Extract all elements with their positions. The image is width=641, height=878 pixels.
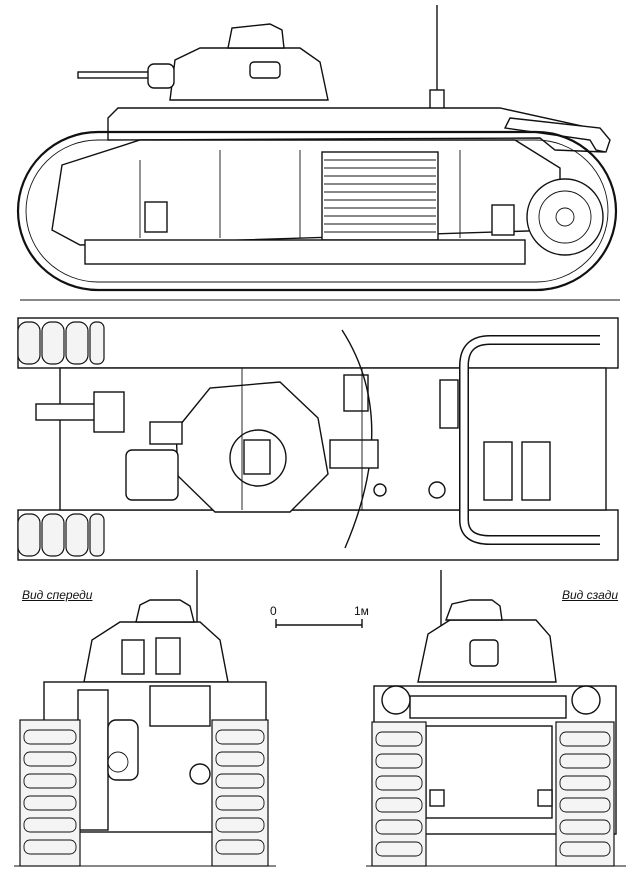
front-view (14, 570, 276, 867)
scale-start-label: 0 (270, 604, 277, 618)
side-view (16, 5, 620, 301)
rear-cupola (444, 599, 503, 621)
front-view-label: Вид спереди (22, 588, 93, 602)
side-hull-gun-port (144, 201, 168, 233)
side-turret (169, 47, 329, 101)
top-view (17, 317, 619, 561)
side-skirt-lower (84, 239, 526, 265)
scale-bar (275, 619, 363, 628)
scale-end-label: 1м (354, 604, 369, 618)
top-radiator-3 (521, 441, 551, 501)
rear-view-label: Вид сзади (562, 588, 619, 602)
side-rear-box (491, 204, 515, 236)
top-turret-gun (149, 421, 183, 445)
side-turret-gun (77, 71, 151, 79)
rear-view (366, 570, 626, 867)
rear-track-left (371, 721, 427, 867)
top-aerial-arc (341, 329, 373, 549)
top-hull-gun (35, 403, 97, 421)
front-track-left (19, 719, 81, 867)
side-hull-plate (51, 139, 561, 246)
rear-track-right (555, 721, 615, 867)
side-gun-mantlet (147, 63, 175, 89)
front-track-right (211, 719, 269, 867)
side-drive-sprocket (526, 178, 604, 256)
front-cupola (135, 599, 195, 623)
top-front-track-links (17, 321, 105, 557)
top-radiator-2 (483, 441, 513, 501)
side-cupola (227, 23, 285, 49)
side-track (16, 130, 618, 292)
side-turret-hatch (249, 61, 281, 79)
side-engine-grille (321, 151, 439, 241)
